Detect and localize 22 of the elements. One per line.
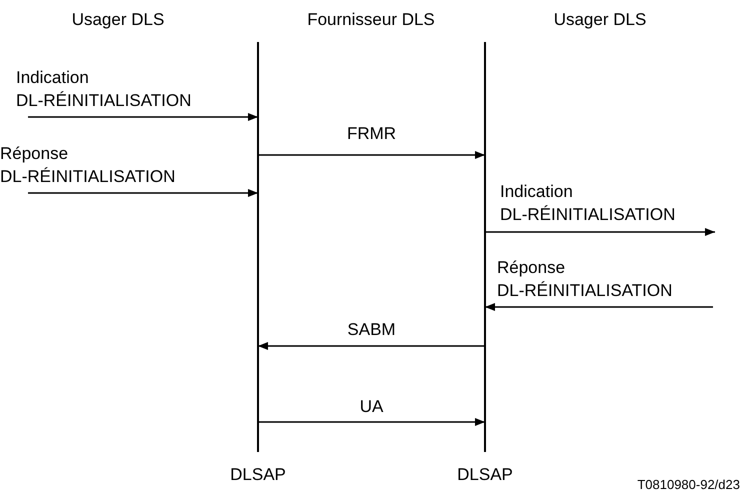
edge-label: UA (358, 396, 384, 418)
edge-label: SABM (346, 319, 397, 341)
edge-label: Indication DL-RÉINITIALISATION (500, 181, 676, 226)
arrow (258, 418, 485, 426)
edge-label: Indication DL-RÉINITIALISATION (16, 67, 192, 112)
edge-label: Réponse DL-RÉINITIALISATION (497, 257, 674, 302)
arrow (28, 113, 258, 121)
figure-code: T0810980-92/d23 (636, 476, 740, 492)
lifeline (484, 42, 486, 452)
lifeline-label: DLSAP (229, 464, 287, 486)
column-heading: Fournisseur DLS (306, 9, 436, 31)
column-heading: Usager DLS (552, 9, 648, 31)
arrow (485, 303, 713, 311)
arrow (258, 342, 485, 350)
lifeline (257, 42, 259, 452)
arrow (28, 189, 258, 197)
arrow (485, 228, 715, 236)
column-heading: Usager DLS (70, 9, 166, 31)
lifeline-label: DLSAP (456, 464, 514, 486)
edge-label: FRMR (346, 123, 398, 145)
edge-label: Réponse DL-RÉINITIALISATION (0, 143, 176, 188)
arrow (258, 151, 485, 159)
